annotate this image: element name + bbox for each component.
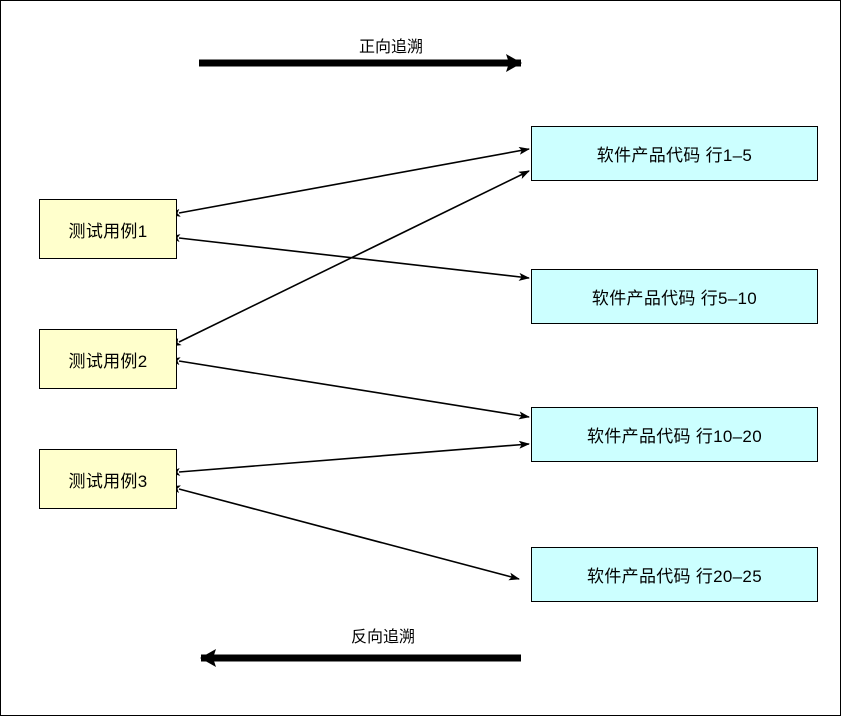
node-testcase-1[interactable]: 测试用例1: [39, 199, 177, 259]
node-testcase-2[interactable]: 测试用例2: [39, 329, 177, 389]
node-code-block-2[interactable]: 软件产品代码 行5–10: [531, 269, 818, 324]
trace-link-tc1-c1: [169, 146, 530, 217]
node-code-block-1[interactable]: 软件产品代码 行1–5: [531, 126, 818, 181]
trace-link-tc1-c3: [169, 234, 530, 281]
trace-link-tc3-c4: [169, 485, 520, 581]
forward-trace-label: 正向追溯: [359, 39, 424, 56]
trace-link-tc3-c3: [169, 440, 530, 476]
trace-link-tc2-c1: [170, 170, 530, 347]
node-testcase-3[interactable]: 测试用例3: [39, 449, 177, 509]
trace-link-tc2-c3: [169, 357, 530, 420]
traceability-links: [169, 146, 530, 581]
node-code-block-4[interactable]: 软件产品代码 行20–25: [531, 547, 818, 602]
node-code-block-3[interactable]: 软件产品代码 行10–20: [531, 407, 818, 462]
backward-trace-label: 反向追溯: [351, 629, 416, 646]
